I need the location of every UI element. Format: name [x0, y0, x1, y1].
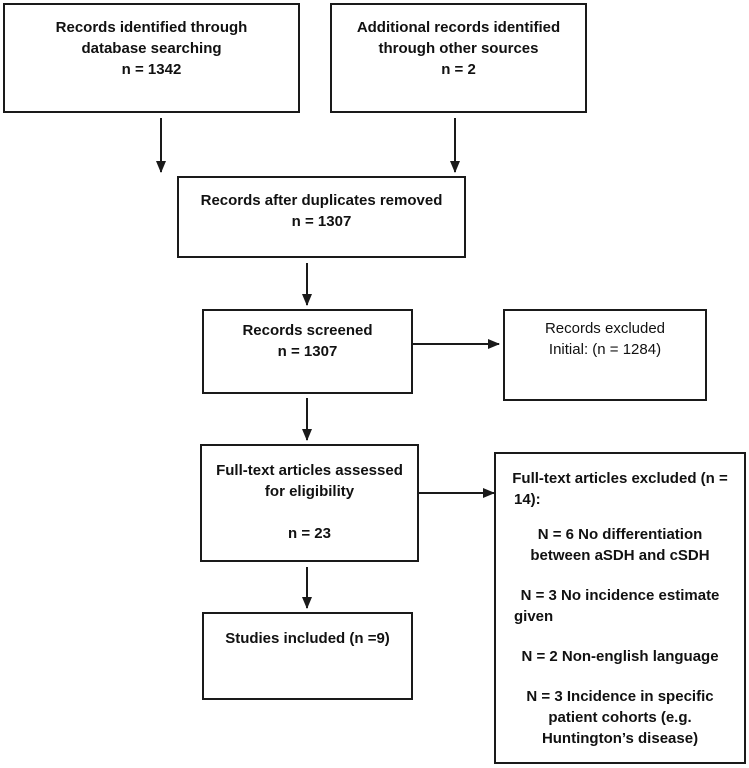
other-sources-box: Additional records identified through ot…: [330, 3, 587, 113]
box-line: Records excluded: [544, 320, 666, 337]
database-records-box: Records identified through database sear…: [3, 3, 300, 113]
box-line: n = 23: [288, 525, 331, 542]
records-excluded-box: Records excluded Initial: (n = 1284): [503, 309, 707, 401]
excluded-heading-line: 14):: [514, 491, 541, 508]
box-line: database searching: [81, 40, 222, 57]
reason-line: patient cohorts (e.g.: [548, 709, 692, 726]
exclusion-reason: N = 3 No incidence estimate given: [496, 585, 744, 627]
box-line: n = 2: [441, 61, 476, 78]
reason-line: N = 6 No differentiation: [537, 526, 703, 543]
exclusion-reason: N = 3 Incidence in specific patient coho…: [496, 686, 744, 749]
box-line: n = 1307: [277, 343, 338, 360]
excluded-heading-line: Full-text articles excluded (n =: [512, 470, 728, 487]
reason-line: N = 2 Non-english language: [521, 648, 719, 665]
fulltext-excluded-box: Full-text articles excluded (n = 14): N …: [494, 452, 746, 764]
reason-line: Huntington’s disease): [541, 730, 699, 747]
box-line: [202, 502, 417, 523]
records-screened-box: Records screened n = 1307: [202, 309, 413, 394]
reason-line: between aSDH and cSDH: [530, 547, 710, 564]
reason-line: N = 3 Incidence in specific: [526, 688, 714, 705]
fulltext-assessed-box: Full-text articles assessed for eligibil…: [200, 444, 419, 562]
duplicates-removed-box: Records after duplicates removed n = 130…: [177, 176, 466, 258]
box-line: Records screened: [242, 322, 373, 339]
box-line: Records after duplicates removed: [200, 192, 443, 209]
reason-line: N = 3 No incidence estimate: [520, 587, 720, 604]
studies-included-box: Studies included (n =9): [202, 612, 413, 700]
exclusion-reason: N = 6 No differentiation between aSDH an…: [496, 524, 744, 566]
box-line: Initial: (n = 1284): [548, 341, 662, 358]
box-line: Studies included (n =9): [225, 630, 390, 647]
box-line: Records identified through: [55, 19, 248, 36]
box-line: n = 1342: [121, 61, 182, 78]
box-line: Additional records identified: [356, 19, 561, 36]
exclusion-reason: N = 2 Non-english language: [496, 646, 744, 667]
box-line: n = 1307: [291, 213, 352, 230]
box-line: through other sources: [378, 40, 539, 57]
box-line: Full-text articles assessed: [216, 462, 403, 479]
box-line: for eligibility: [264, 483, 355, 500]
reason-line: given: [514, 608, 554, 625]
